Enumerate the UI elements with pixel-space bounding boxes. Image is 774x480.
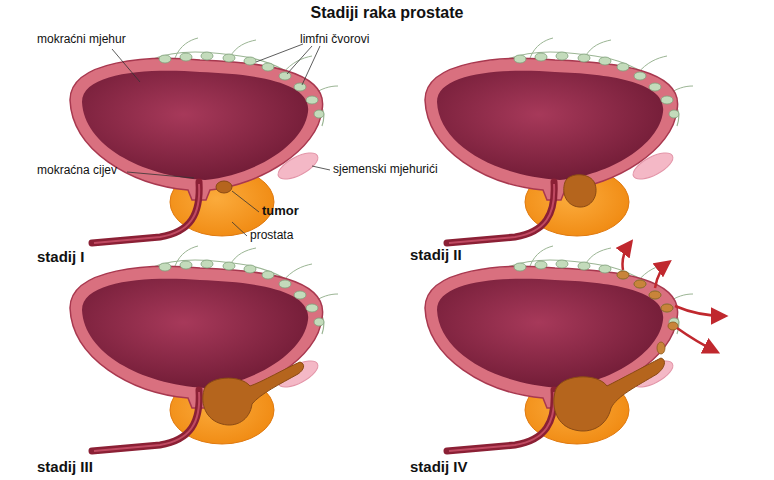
diagram-title: Stadiji raka prostate — [311, 4, 464, 22]
part-label: limfni čvorovi — [300, 33, 369, 47]
part-label: tumor — [262, 204, 299, 219]
stage-label: stadij I — [37, 248, 85, 265]
part-label: mokraćni mjehur — [37, 33, 126, 47]
stage-label: stadij II — [410, 246, 462, 263]
part-label: sjemenski mjehurići — [333, 163, 438, 177]
part-label: mokraćna cijev — [37, 164, 117, 178]
stage-label: stadij III — [37, 458, 93, 475]
stage-label: stadij IV — [410, 458, 468, 475]
part-label: prostata — [250, 229, 293, 243]
